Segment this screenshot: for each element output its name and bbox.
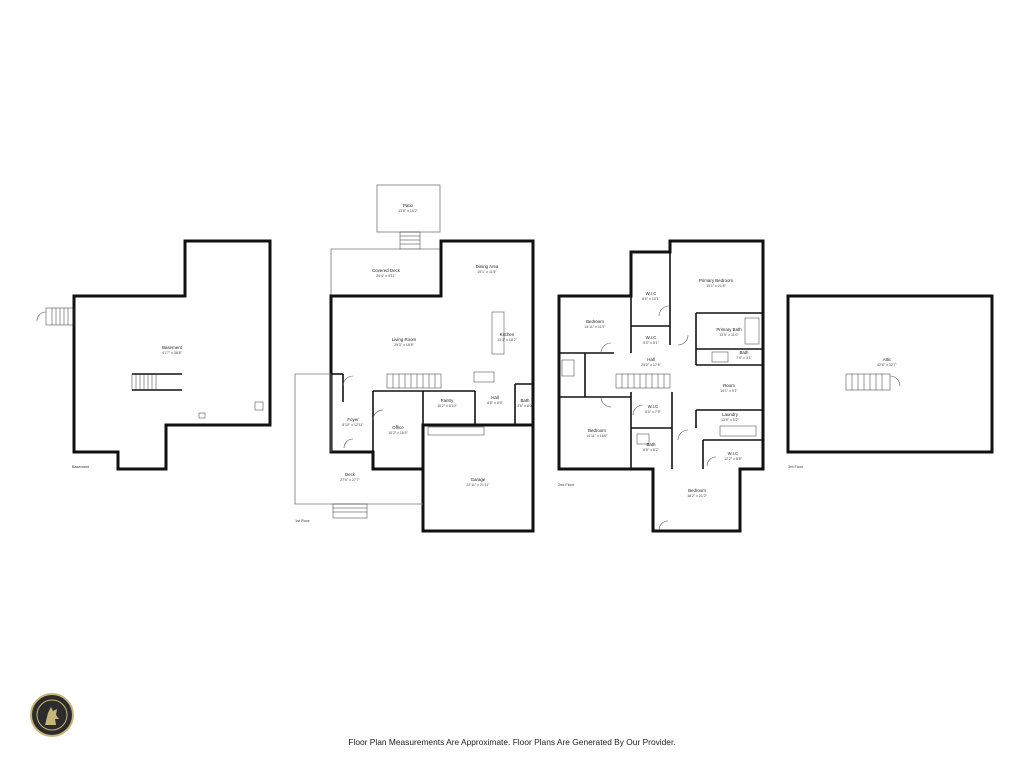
room-dimensions: 29'3" x 19'8" bbox=[394, 343, 414, 347]
room-dimensions: 14'11" x 16'6" bbox=[586, 434, 608, 438]
room-name: Office bbox=[392, 425, 404, 430]
room-name: Bedroom bbox=[586, 319, 604, 324]
room-name: Laundry bbox=[722, 412, 739, 417]
room-dimensions: 20'0" x 17'6" bbox=[641, 363, 661, 367]
room-dimensions: 8'0" x 7'5" bbox=[645, 410, 661, 414]
room-name: Kitchen bbox=[500, 332, 515, 337]
room-dimensions: 20'4" x 9'11" bbox=[376, 274, 396, 278]
floor-label: 1st Floor bbox=[295, 519, 311, 523]
room-name: Bedroom bbox=[588, 428, 606, 433]
room-name: Primary Bath bbox=[716, 327, 742, 332]
room-dimensions: 18'2" x 21'2" bbox=[687, 494, 707, 498]
room-name: Covered Deck bbox=[372, 268, 401, 273]
room-dimensions: 8'0" x 10'1" bbox=[642, 297, 660, 301]
room-dimensions: 13'3" x 18'2" bbox=[497, 338, 517, 342]
floor-label: 3rd Floor bbox=[788, 465, 804, 469]
room-name: W.I.C bbox=[728, 451, 739, 456]
wolf-emblem-icon bbox=[30, 693, 74, 737]
room-name: Pantry bbox=[441, 398, 454, 403]
room-name: Dining Area bbox=[476, 264, 499, 269]
room-dimensions: 7'4" x 3'1" bbox=[736, 356, 752, 360]
third-floor-plan: Attic 42'8" x 32'7" 3rd Floor bbox=[786, 294, 994, 469]
room-dimensions: 14'1" x 9'1" bbox=[720, 389, 738, 393]
room-name: Room bbox=[723, 383, 735, 388]
room-dimensions: 13'9" x 5'2" bbox=[721, 418, 739, 422]
room-dimensions: 8'8" x 8'9" bbox=[487, 401, 503, 405]
room-name: Bath bbox=[739, 350, 749, 355]
room-dimensions: 42'8" x 32'7" bbox=[877, 363, 897, 367]
first-floor-plan: Patio 13'8" x 16'2" Covered Deck 20'4" x… bbox=[294, 184, 535, 533]
room-dimensions: 5'0" x 5'1" bbox=[643, 341, 659, 345]
room-name: Bath bbox=[646, 442, 656, 447]
room-dimensions: 12'2" x 5'8" bbox=[724, 457, 742, 461]
room-dimensions: 8'10" x 12'11" bbox=[342, 423, 364, 427]
floor-label: 2nd Floor bbox=[558, 483, 575, 487]
room-dimensions: 10'2" x 16'5" bbox=[388, 431, 408, 435]
room-dimensions: 8'5" x 8'2" bbox=[643, 448, 659, 452]
room-name: Foyer bbox=[347, 417, 359, 422]
room-dimensions: 14'11" x 11'9" bbox=[584, 325, 606, 329]
room-name: Bath bbox=[520, 398, 530, 403]
room-name: Primary Bedroom bbox=[699, 278, 734, 283]
room-name: Patio bbox=[403, 203, 414, 208]
room-dimensions: 15'1" x 21'8" bbox=[706, 284, 726, 288]
room-name: Living Room bbox=[392, 337, 417, 342]
room-dimensions: 41'7" x 38'8" bbox=[162, 351, 182, 355]
room-name: W.I.C bbox=[646, 335, 657, 340]
room-name: W.I.C bbox=[648, 404, 659, 409]
room-name: Hall bbox=[491, 395, 499, 400]
room-dimensions: 22'11" x 21'11" bbox=[466, 483, 490, 487]
room-dimensions: 13'8" x 16'2" bbox=[398, 209, 418, 213]
second-floor-plan: Bedroom 14'11" x 11'9" W.I.C 8'0" x 10'1… bbox=[557, 239, 765, 533]
room-dimensions: 19'1" x 11'9" bbox=[477, 270, 497, 274]
room-name: Deck bbox=[345, 472, 356, 477]
room-name: Basement bbox=[162, 345, 183, 350]
room-dimensions: 10'2" x 6'10" bbox=[437, 404, 457, 408]
floor-label: Basement bbox=[72, 465, 90, 469]
room-name: Garage bbox=[471, 477, 486, 482]
room-name: Attic bbox=[883, 357, 892, 362]
room-name: Hall bbox=[647, 357, 655, 362]
room-dimensions: 13'9" x 11'0" bbox=[719, 333, 739, 337]
room-dimensions: 3'6" x 8'0" bbox=[517, 404, 533, 408]
room-dimensions: 27'6" x 27'7" bbox=[340, 478, 360, 482]
room-name: W.I.C bbox=[646, 291, 657, 296]
disclaimer-note: Floor Plan Measurements Are Approximate.… bbox=[348, 737, 676, 747]
room-name: Bedroom bbox=[688, 488, 706, 493]
basement-plan: Basement 41'7" x 38'8" Basement bbox=[36, 239, 272, 471]
